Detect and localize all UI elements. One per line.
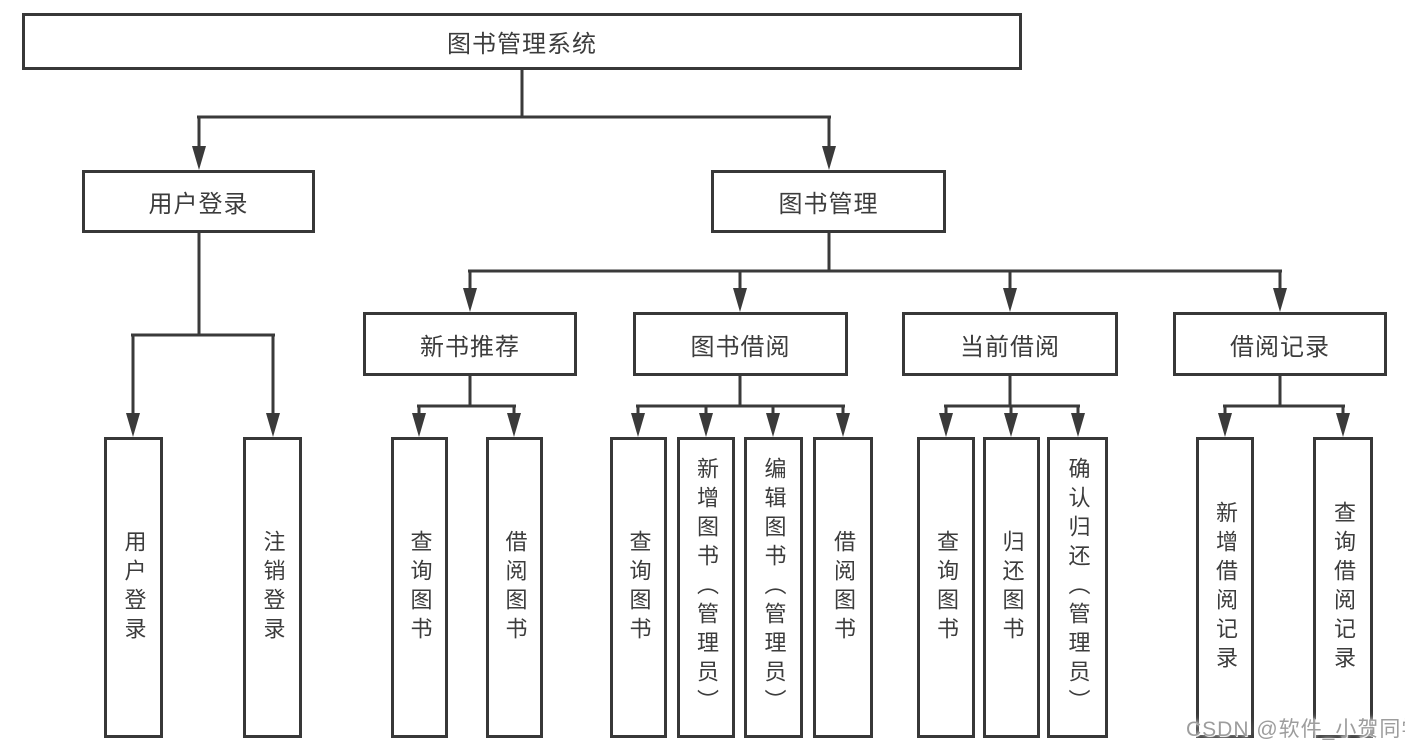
leaf-query-borrow-record: 查询借阅记录 (1313, 437, 1373, 738)
node-book-management-label: 图书管理 (778, 191, 879, 218)
leaf-query-books-current-label: 查询图书 (934, 529, 959, 646)
node-book-borrow-label: 图书借阅 (690, 333, 791, 361)
connector-borrow-records-children (1218, 376, 1350, 437)
leaf-query-books-recommend-label: 查询图书 (407, 529, 433, 646)
connector-current-borrow-children (939, 376, 1085, 437)
leaf-borrow-books-recommend-label: 借阅图书 (502, 529, 528, 646)
connector-new-book-recommend-children (412, 376, 521, 437)
node-book-borrow: 图书借阅 (633, 312, 848, 376)
leaf-add-books-admin-label: 新增图书（管理员） (694, 457, 719, 718)
node-borrow-records-label: 借阅记录 (1230, 333, 1330, 361)
leaf-add-borrow-record: 新增借阅记录 (1196, 437, 1254, 738)
leaf-borrow-books-borrow: 借阅图书 (813, 437, 873, 738)
connector-book-borrow-children (631, 376, 850, 437)
leaf-return-books-label: 归还图书 (999, 529, 1025, 646)
leaf-query-books-recommend: 查询图书 (391, 437, 448, 738)
leaf-edit-books-admin: 编辑图书（管理员） (744, 437, 803, 738)
node-current-borrow: 当前借阅 (902, 312, 1118, 376)
leaf-query-borrow-record-label: 查询借阅记录 (1331, 500, 1356, 675)
leaf-borrow-books-recommend: 借阅图书 (486, 437, 543, 738)
leaf-user-login-label: 用户登录 (121, 529, 147, 646)
node-user-login: 用户登录 (82, 170, 315, 233)
csdn-watermark: CSDN @软件_小贺同学 (1186, 718, 1405, 741)
leaf-logout: 注销登录 (243, 437, 302, 738)
leaf-logout-label: 注销登录 (260, 529, 286, 646)
leaf-confirm-return-admin-label: 确认归还（管理员） (1065, 457, 1091, 718)
node-new-book-recommend: 新书推荐 (363, 312, 577, 376)
leaf-return-books: 归还图书 (983, 437, 1040, 738)
leaf-query-books-borrow: 查询图书 (610, 437, 667, 738)
node-borrow-records: 借阅记录 (1173, 312, 1387, 376)
connector-root-to-level2 (192, 70, 836, 170)
leaf-edit-books-admin-label: 编辑图书（管理员） (761, 457, 787, 718)
leaf-borrow-books-borrow-label: 借阅图书 (831, 529, 856, 646)
node-root-label: 图书管理系统 (447, 31, 597, 58)
leaf-query-books-borrow-label: 查询图书 (626, 529, 652, 646)
node-user-login-label: 用户登录 (148, 191, 249, 218)
leaf-user-login: 用户登录 (104, 437, 163, 738)
leaf-add-borrow-record-label: 新增借阅记录 (1213, 500, 1238, 675)
leaf-confirm-return-admin: 确认归还（管理员） (1047, 437, 1108, 738)
leaf-query-books-current: 查询图书 (917, 437, 975, 738)
node-book-management: 图书管理 (711, 170, 946, 233)
node-new-book-recommend-label: 新书推荐 (420, 333, 520, 361)
connector-book-management-children (463, 233, 1287, 312)
connector-user-login-children (126, 233, 280, 437)
leaf-add-books-admin: 新增图书（管理员） (677, 437, 735, 738)
node-root: 图书管理系统 (22, 13, 1022, 70)
node-current-borrow-label: 当前借阅 (960, 333, 1060, 361)
